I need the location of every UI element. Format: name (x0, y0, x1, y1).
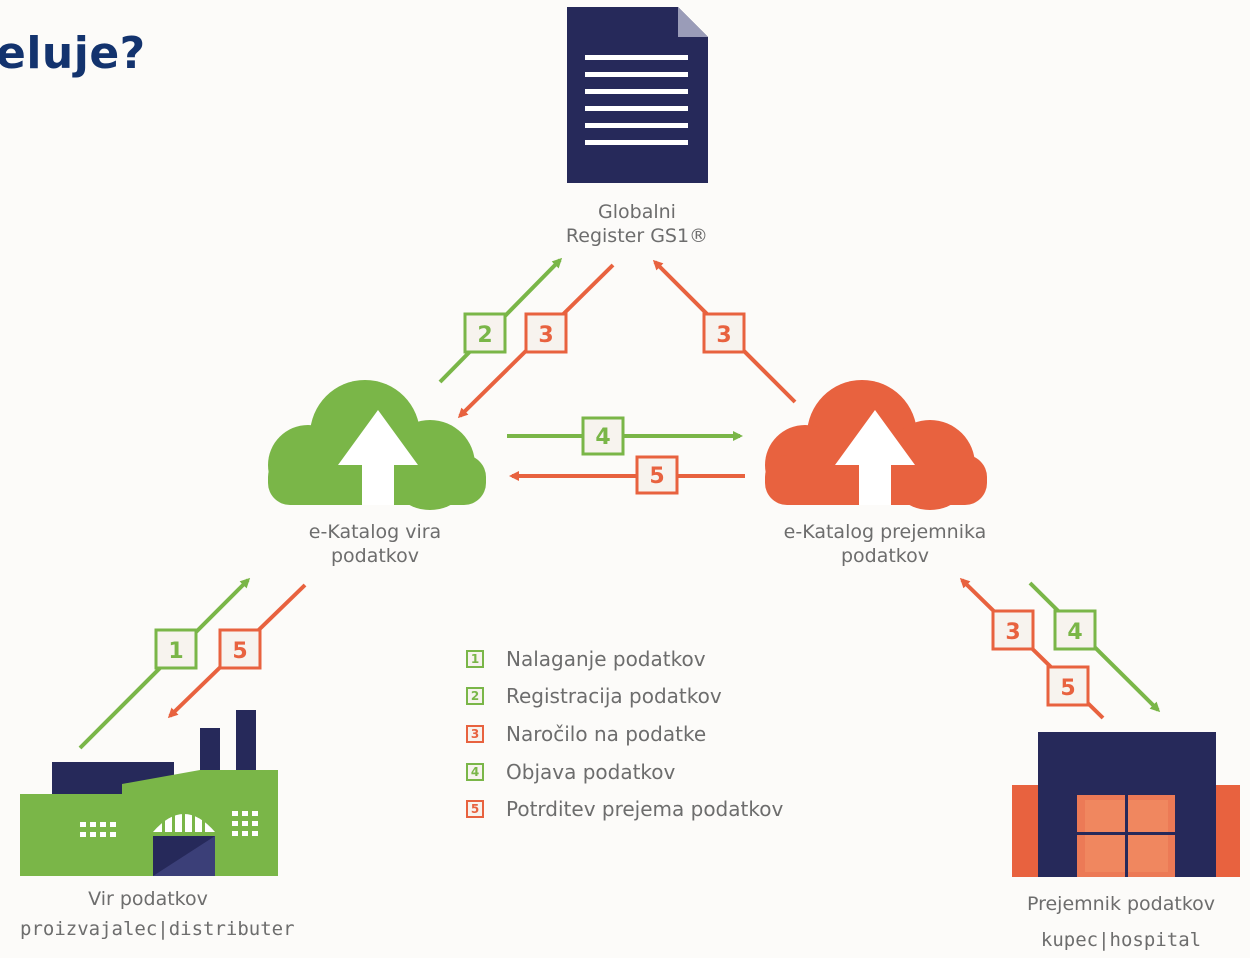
page-title: eluje? (0, 28, 146, 79)
recipient-label-line1: Prejemnik podatkov (1026, 893, 1216, 915)
source-catalog-label-line1: e-Katalog vira (308, 521, 442, 543)
badge: 5 (635, 455, 679, 495)
registry-label-line1: Globalni (598, 201, 676, 223)
source-catalog-label: e-Katalog vira podatkov (255, 520, 495, 568)
legend-item: 2 Registracija podatkov (466, 682, 722, 710)
badge: 2 (463, 312, 507, 354)
badge: 1 (154, 628, 198, 670)
registry-label: Globalni Register GS1® (537, 200, 737, 248)
legend-item: 3 Naročilo na podatke (466, 720, 706, 748)
legend-item: 4 Objava podatkov (466, 758, 675, 786)
svg-text:4: 4 (1067, 620, 1082, 645)
warehouse-icon (1012, 732, 1240, 877)
arrows (78, 257, 1161, 750)
legend-number: 5 (466, 800, 484, 818)
legend-item: 1 Nalaganje podatkov (466, 645, 706, 673)
legend-label: Objava podatkov (506, 760, 676, 784)
source-label-line2: proizvajalec|distributer (20, 918, 295, 940)
factory-icon (20, 710, 278, 876)
recipient-catalog-label-line1: e-Katalog prejemnika (783, 521, 987, 543)
svg-text:2: 2 (477, 323, 492, 348)
badge: 4 (1053, 609, 1097, 651)
legend-number: 2 (466, 687, 484, 705)
recipient-catalog-label-line2: podatkov (840, 545, 930, 567)
svg-text:4: 4 (595, 425, 610, 450)
source-label: Vir podatkov proizvajalec|distributer (20, 884, 295, 944)
legend-label: Potrditev prejema podatkov (506, 797, 784, 821)
svg-text:5: 5 (1060, 676, 1075, 701)
legend-item: 5 Potrditev prejema podatkov (466, 795, 783, 823)
recipient-catalog-label: e-Katalog prejemnika podatkov (745, 520, 1025, 568)
svg-text:3: 3 (716, 323, 731, 348)
badge: 5 (218, 628, 262, 670)
registry-label-line2: Register GS1® (565, 225, 709, 247)
recipient-label-line2: kupec|hospital (1040, 929, 1202, 951)
legend-label: Naročilo na podatke (506, 722, 707, 746)
cloud-upload-icon (268, 380, 486, 510)
source-catalog-label-line2: podatkov (330, 545, 420, 567)
svg-text:5: 5 (232, 639, 247, 664)
badge: 4 (581, 416, 625, 456)
badge: 3 (702, 312, 746, 354)
cloud-upload-icon (765, 380, 987, 510)
badge: 3 (991, 609, 1035, 651)
svg-text:5: 5 (649, 464, 664, 489)
source-label-line1: Vir podatkov (88, 888, 208, 910)
svg-text:3: 3 (1005, 620, 1020, 645)
legend-number: 3 (466, 725, 484, 743)
document-icon (567, 7, 708, 183)
legend-label: Nalaganje podatkov (506, 647, 706, 671)
legend-number: 4 (466, 763, 484, 781)
badge: 3 (524, 312, 568, 354)
svg-text:3: 3 (538, 323, 553, 348)
recipient-label: Prejemnik podatkov kupec|hospital (992, 886, 1250, 958)
legend-number: 1 (466, 650, 484, 668)
svg-text:1: 1 (168, 639, 183, 664)
legend-label: Registracija podatkov (506, 684, 722, 708)
badge: 5 (1046, 665, 1090, 707)
